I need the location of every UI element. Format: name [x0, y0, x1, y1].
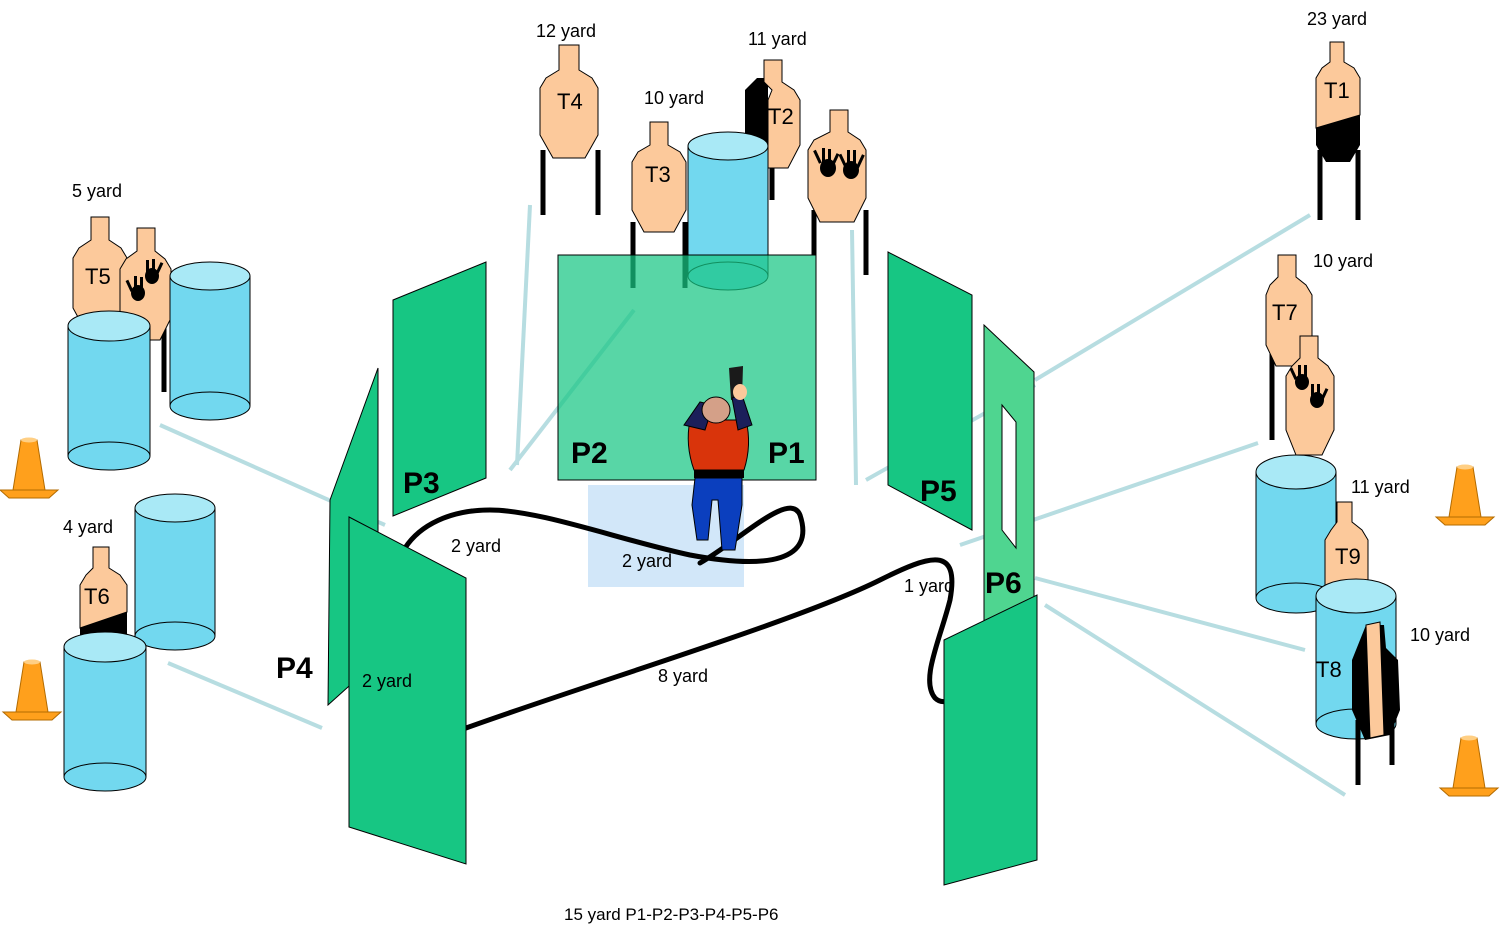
no-shoot-target-right: [1285, 335, 1335, 456]
target-t3-label: T3: [645, 162, 671, 187]
barrel-left-front: [67, 310, 151, 471]
distance-label-t8: 10 yard: [1410, 625, 1470, 645]
hand-icon: [125, 276, 145, 301]
barrel-t6-back: [134, 493, 216, 651]
wall-p6: [983, 323, 1035, 623]
wall-p3: [392, 261, 487, 517]
distance-label-t4: 12 yard: [536, 21, 596, 41]
distance-label-path: 8 yard: [658, 666, 708, 686]
target-t4-label: T4: [557, 89, 583, 114]
target-t6-label: T6: [84, 584, 110, 609]
distance-label-t1: 23 yard: [1307, 9, 1367, 29]
target-t8: T8: [1316, 621, 1400, 785]
distance-label-t6: 4 yard: [63, 517, 113, 537]
hand-icon: [1310, 384, 1329, 408]
target-t2-label: T2: [768, 104, 794, 129]
stage-caption: 15 yard P1-P2-P3-P4-P5-P6: [564, 905, 779, 924]
distance-label-t2: 11 yard: [748, 29, 807, 49]
target-t8-label: T8: [1316, 657, 1342, 682]
target-t5-label: T5: [85, 264, 111, 289]
movement-path-long: [463, 557, 971, 731]
position-p6-label: P6: [985, 567, 1022, 600]
hand-icon: [813, 148, 840, 177]
hand-icon: [838, 150, 865, 179]
barrel-t6-front: [63, 631, 147, 792]
position-p4-label: P4: [276, 652, 313, 685]
wall-p4: [348, 516, 467, 865]
no-shoot-target-top: [807, 109, 869, 275]
cone-icon: [1438, 735, 1500, 797]
distance-label-t7: 10 yard: [1313, 251, 1373, 271]
target-t5: T5: [72, 216, 128, 350]
position-p5-label: P5: [920, 475, 957, 508]
position-p1-label: P1: [768, 437, 805, 470]
target-t4: T4: [539, 44, 601, 215]
distance-label-p4: 2 yard: [362, 671, 412, 691]
target-t1: T1: [1315, 41, 1361, 220]
cone-icon: [1434, 464, 1496, 526]
target-t1-label: T1: [1324, 78, 1350, 103]
hand-icon: [1289, 365, 1309, 390]
distance-label-p5-p6: 1 yard: [904, 576, 954, 596]
wall-p6-front: [943, 594, 1038, 886]
movement-path: [402, 505, 806, 566]
target-t9-label: T9: [1335, 544, 1361, 569]
hand-icon: [145, 259, 164, 284]
distance-label-t3: 10 yard: [644, 88, 704, 108]
wall-p5: [887, 251, 973, 531]
barrel-right-back: [1255, 454, 1337, 614]
distance-label-t9: 11 yard: [1351, 477, 1410, 497]
position-p2-label: P2: [571, 437, 608, 470]
cone-icon: [0, 437, 60, 499]
distance-label-p3-p4: 2 yard: [451, 536, 501, 556]
distance-label-box: 2 yard: [622, 551, 672, 571]
wall-p1-p2: [557, 254, 817, 481]
target-t7-label: T7: [1272, 300, 1298, 325]
no-shoot-target-left: [119, 227, 172, 392]
cone-icon: [1, 659, 63, 721]
shooter-figure: [683, 366, 753, 551]
position-p3-label: P3: [403, 467, 440, 500]
barrel-left-back: [169, 261, 251, 421]
distance-label-t5: 5 yard: [72, 181, 122, 201]
